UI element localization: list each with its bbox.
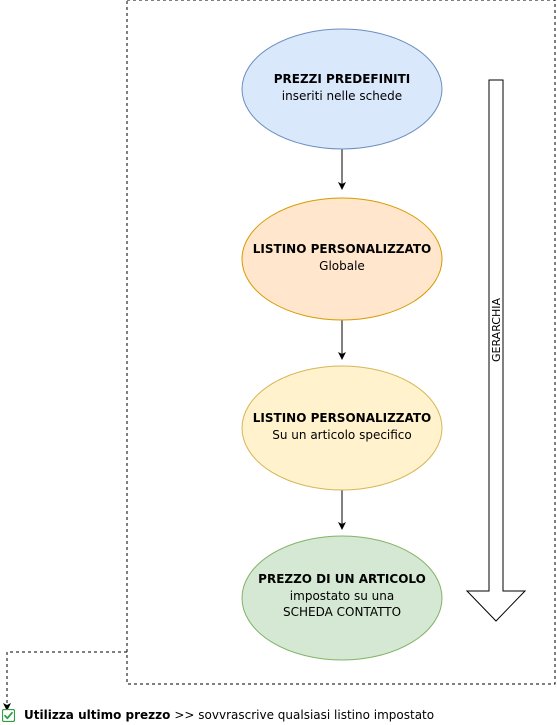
node-prezzi-predefiniti: PREZZI PREDEFINITI inseriti nelle schede [241,28,443,150]
node-subtitle: inseriti nelle schede [282,89,402,103]
node-ellipse [241,28,443,150]
node-title: PREZZI PREDEFINITI [274,72,411,86]
node-subtitle: Globale [319,259,365,273]
checkbox-checked-icon[interactable] [2,708,15,722]
container-frame [126,0,556,685]
gerarchia-arrow: GERARCHIA [465,79,527,622]
node-subtitle: Su un articolo specifico [272,428,412,442]
gerarchia-arrow-shape [465,79,527,622]
footer-connector-arrowhead [3,703,11,711]
node-title: LISTINO PERSONALIZZATO [253,411,432,425]
node-title: LISTINO PERSONALIZZATO [253,242,432,256]
footer-connector-line [6,651,127,704]
gerarchia-label: GERARCHIA [490,298,503,362]
footer-option-label: Utilizza ultimo prezzo [24,708,171,722]
node-ellipse [241,197,443,321]
node-listino-globale: LISTINO PERSONALIZZATO Globale [241,197,443,321]
footer-note: Utilizza ultimo prezzo >> sovvrascrive q… [2,706,434,724]
node-listino-articolo: LISTINO PERSONALIZZATO Su un articolo sp… [241,365,443,491]
node-subtitle: SCHEDA CONTATTO [283,605,401,619]
node-prezzo-articolo: PREZZO DI UN ARTICOLO impostato su una S… [241,535,443,661]
node-ellipse [241,365,443,491]
node-ellipse [241,535,443,661]
node-title: PREZZO DI UN ARTICOLO [258,572,426,586]
node-subtitle: impostato su una [290,589,394,603]
footer-description: >> sovvrascrive qualsiasi listino impost… [174,708,435,722]
